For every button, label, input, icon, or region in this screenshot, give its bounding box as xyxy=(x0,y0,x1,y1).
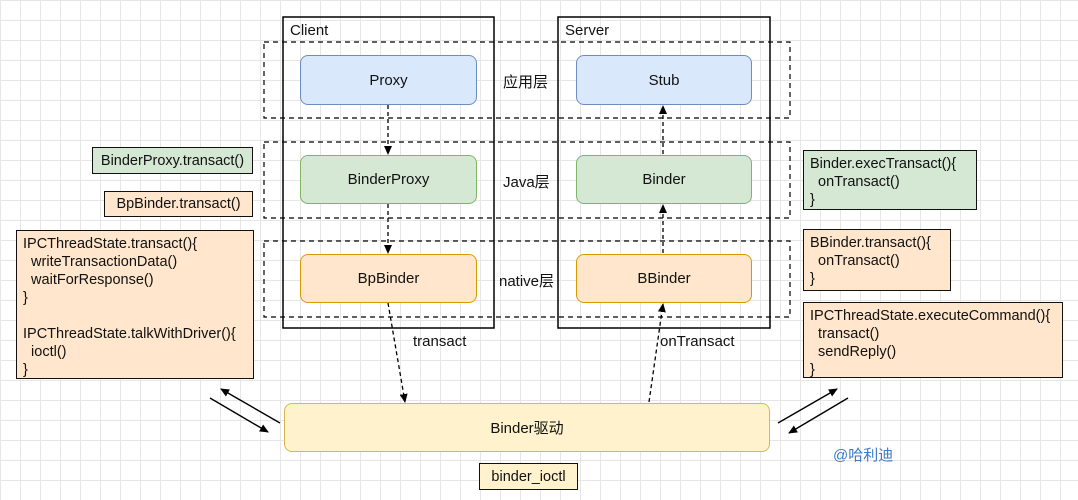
on-transact-edge-label: onTransact xyxy=(660,333,735,350)
left-exchange-arrow-in xyxy=(209,397,269,433)
client-column-frame xyxy=(282,16,495,329)
java-layer-label: Java层 xyxy=(503,174,550,191)
java-layer-frame xyxy=(263,141,791,219)
binder-ioctl-note: binder_ioctl xyxy=(479,463,578,490)
right-exchange-arrow-in xyxy=(788,397,849,434)
driver-to-bbinder-arrow xyxy=(648,303,666,403)
binder-proxy-transact-note: BinderProxy.transact() xyxy=(92,147,253,174)
bbinder-node: BBinder xyxy=(576,254,752,303)
server-column-title: Server xyxy=(565,22,610,39)
binder-driver-node: Binder驱动 xyxy=(284,403,770,452)
left-exchange-arrow-out xyxy=(220,388,281,424)
stub-node: Stub xyxy=(576,55,752,105)
app-layer-frame xyxy=(263,41,791,119)
native-layer-frame xyxy=(263,240,791,318)
binder-node: Binder xyxy=(576,155,752,204)
app-layer-label: 应用层 xyxy=(503,74,549,91)
bp-binder-transact-note: BpBinder.transact() xyxy=(104,191,253,217)
ipc-thread-state-client-note: IPCThreadState.transact(){ writeTransact… xyxy=(16,230,254,379)
bbinder-transact-note: BBinder.transact(){ onTransact() } xyxy=(803,229,951,291)
ipc-execute-command-note: IPCThreadState.executeCommand(){ transac… xyxy=(803,302,1063,378)
transact-edge-label: transact xyxy=(413,333,467,350)
bpbinder-to-driver-arrow xyxy=(387,302,408,403)
proxy-node: Proxy xyxy=(300,55,477,105)
right-exchange-arrow-out xyxy=(777,388,838,424)
client-column-title: Client xyxy=(290,22,329,39)
server-column-frame xyxy=(557,16,771,329)
binder-exec-transact-note: Binder.execTransact(){ onTransact() } xyxy=(803,150,977,210)
author-watermark: @哈利迪 xyxy=(833,447,894,464)
bp-binder-node: BpBinder xyxy=(300,254,477,303)
binder-proxy-node: BinderProxy xyxy=(300,155,477,204)
native-layer-label: native层 xyxy=(499,273,555,290)
